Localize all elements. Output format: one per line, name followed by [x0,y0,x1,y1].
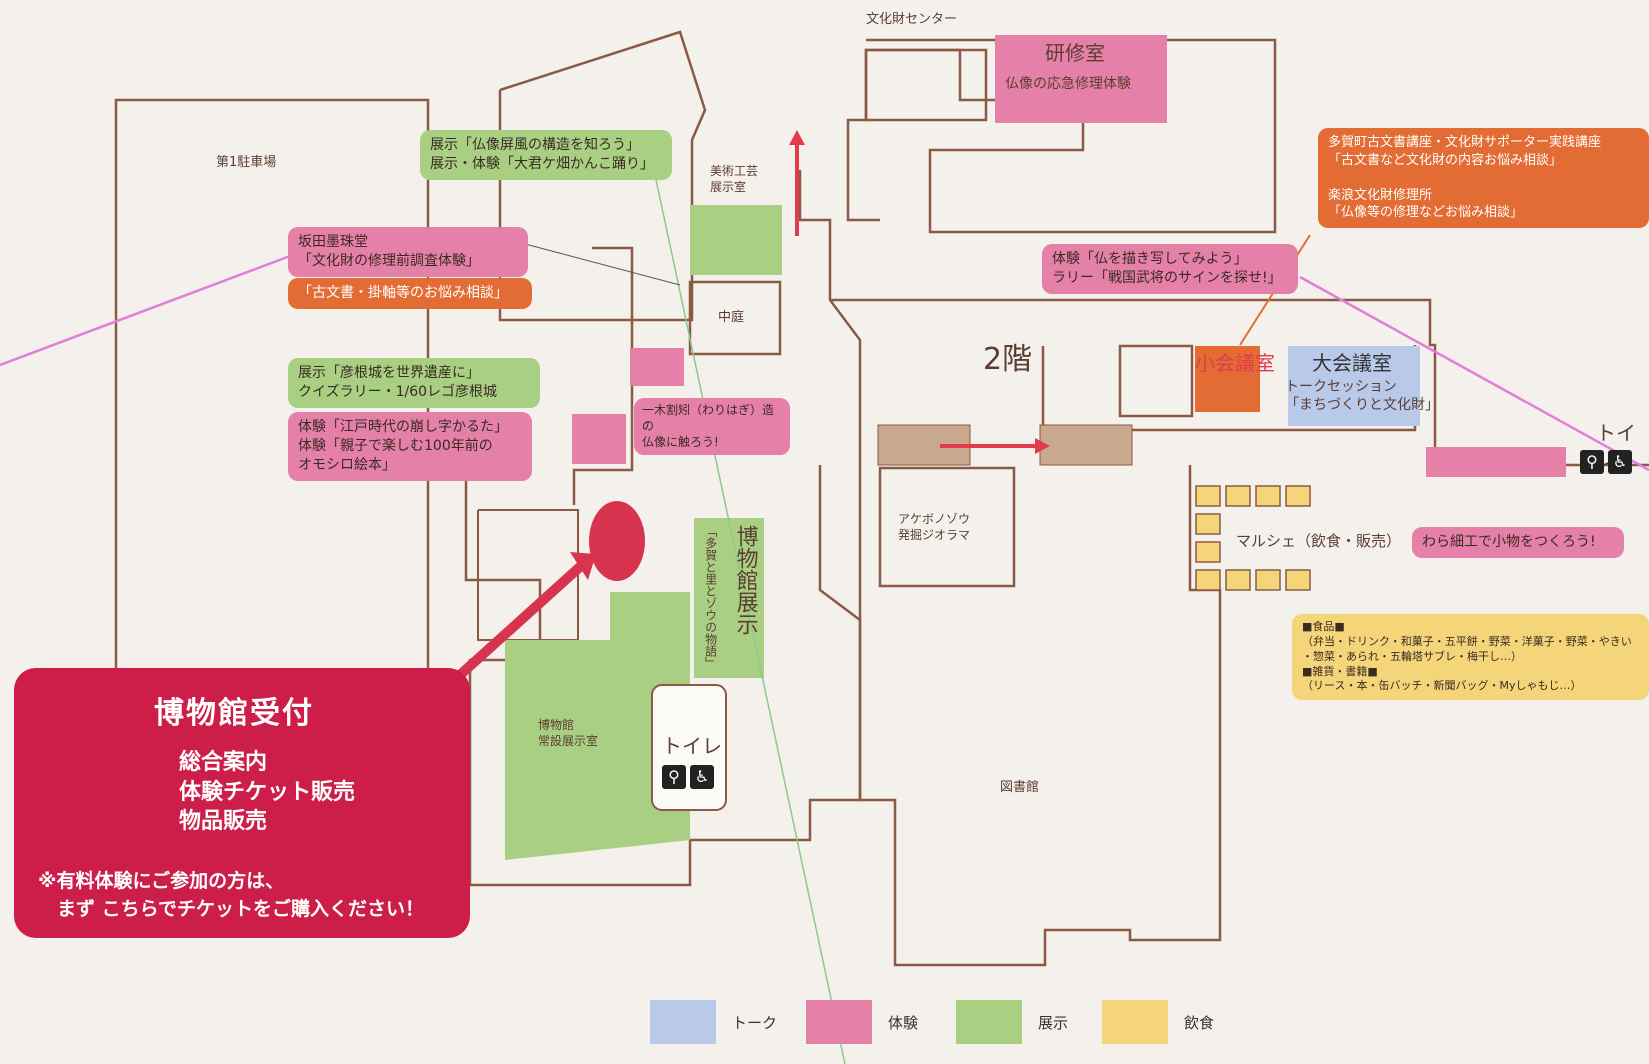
courtyard-label: 中庭 [718,310,745,325]
kenshu-room [995,35,1167,123]
dino-label: アケボノゾウ 発掘ジオラマ [898,512,971,542]
reception-items: 総合案内 体験チケット販売 物品販売 [179,750,356,835]
center-room [864,48,988,122]
museum-exhibit-sub: 「多賀と里とゾウの物語」 [703,525,718,669]
arrow-up-head [789,130,805,145]
stairs-2 [1039,424,1133,466]
museum-exhibit-title: 博物館展示 [732,525,758,635]
museum-exhibit-area [694,518,764,678]
toilet-label: トイレ [662,734,722,758]
wheelchair-icon: ♿ [690,765,714,789]
marche-stalls [1195,485,1311,591]
inner-room [477,509,579,641]
reception-zone [589,501,645,581]
large-hall-area [1288,346,1420,426]
museum-wall [498,30,707,322]
small-hall-area [1195,346,1260,412]
legend-swatch-talk [650,1000,716,1044]
kenshu-event: 仏像の応急修理体験 [1005,76,1131,92]
reception-arrow-head [570,552,596,580]
reception-title: 博物館受付 [154,696,314,731]
museum-wall-3 [464,170,862,887]
dino-room [878,466,1016,588]
leader-line-right [1299,275,1649,472]
legend-swatch-experience [806,1000,872,1044]
leader-line-left [0,254,291,367]
museum-wall-2 [572,246,634,505]
restroom-icon-right: ⚲ [1580,450,1604,474]
legend-label-experience: 体験 [888,1013,919,1032]
komonjo-callout: 「古文書・掛軸等のお悩み相談」 [288,278,532,309]
talk-session: トークセッション 「まちづくりと文化財」 [1285,379,1439,414]
room-2f-a [1118,344,1194,418]
kenshu-label: 研修室 [1045,41,1105,65]
legend-swatch-exhibit [956,1000,1022,1044]
small-hall-label: 小会議室 [1195,351,1275,375]
ichiboku-callout: 一木割矧（わりはぎ）造の 仏像に触ろう! [634,398,790,455]
leader-line-green [654,174,846,1064]
legend-food: 飲食 [1102,1000,1214,1044]
legend-experience: 体験 [806,1000,918,1044]
taga-callout: 多賀町古文書講座・文化財サポーター実践講座 「古文書など文化財の内容お悩み相談」… [1318,128,1649,228]
pink-box-2 [572,414,626,464]
wara-callout: わら細工で小物をつくろう! [1412,527,1624,558]
leader-line-sakata [509,239,681,286]
toilet-icons: ⚲ ♿ [662,765,714,789]
legend-exhibit: 展示 [956,1000,1068,1044]
library-label: 図書館 [1000,780,1040,795]
large-hall-label: 大会議室 [1312,351,1392,375]
center-label: 文化財センター [866,12,958,27]
art-room-area [690,205,782,275]
reception-arrow [456,561,586,679]
reception-panel: 博物館受付 総合案内 体験チケット販売 物品販売 ※有料体験にご参加の方は、 ま… [14,668,470,938]
byobu-callout: 展示「仏像屏風の構造を知ろう」 展示・体験「大君ケ畑かんこ踊り」 [420,130,672,180]
legend-swatch-food [1102,1000,1168,1044]
arrow-right-head [1035,438,1050,454]
edo-callout: 体験「江戸時代の崩し字かるた」 体験「親子で楽しむ100年前の オモシロ絵本」 [288,412,532,481]
restroom-icon: ⚲ [662,765,686,789]
sakata-callout: 坂田墨珠堂 「文化財の修理前調査体験」 [288,227,528,277]
pink-box-1 [630,348,684,386]
hikone-callout: 展示「彦根城を世界遺産に」 クイズラリー・1/60レゴ彦根城 [288,358,540,408]
legend-talk: トーク [650,1000,777,1044]
legend-label-food: 飲食 [1184,1013,1215,1032]
legend-label-exhibit: 展示 [1038,1013,1069,1032]
marche-label: マルシェ（飲食・販売） [1236,532,1402,550]
second-floor-label: 2階 [983,342,1033,377]
perm-exhibit-area [505,592,690,860]
library-wall [818,465,1222,967]
wheelchair-icon-right: ♿ [1608,450,1632,474]
parking-label: 第1駐車場 [216,155,277,170]
toilet-right-icons: ⚲ ♿ [1580,450,1632,474]
perm-exhibit-label: 博物館 常設展示室 [538,718,599,748]
hotoke-callout: 体験「仏を描き写してみよう」 ラリー「戦国武将のサインを探せ!」 [1042,244,1298,294]
courtyard-outline [688,280,782,356]
art-room-label: 美術工芸 展示室 [710,164,759,194]
legend-label-talk: トーク [732,1013,778,1032]
pink-box-3 [1426,447,1566,477]
reception-note: ※有料体験にご参加の方は、 まず こちらでチケットをご購入ください！ [38,870,425,920]
food-callout: ■食品■ （弁当・ドリンク・和菓子・五平餅・野菜・洋菓子・野菜・やきい ・惣菜・… [1292,614,1649,701]
